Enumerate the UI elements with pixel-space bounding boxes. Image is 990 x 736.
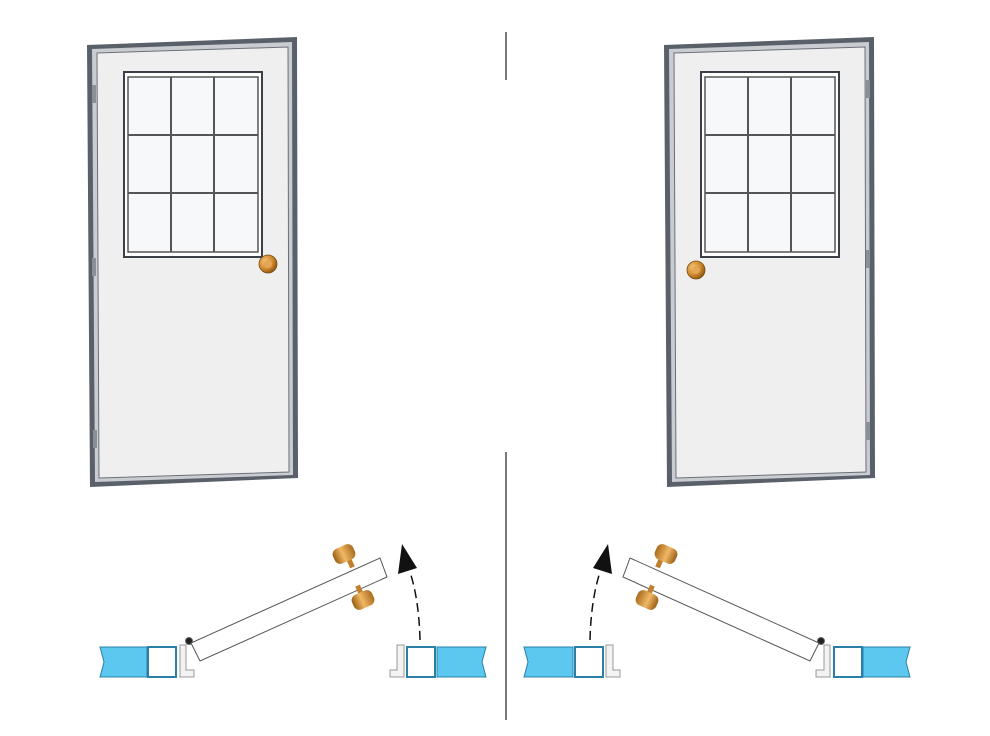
door-knob-icon [686, 260, 706, 280]
right-swing-plan [523, 541, 911, 678]
right-hinged-door [663, 36, 876, 488]
door-knob-icon [332, 544, 375, 610]
wall-left [99, 646, 148, 678]
arrow-icon [398, 544, 417, 574]
wall-right [436, 646, 487, 678]
left-swing-plan [99, 544, 487, 678]
left-hinged-door [86, 36, 299, 488]
swing-arc [409, 571, 421, 641]
jamb [179, 644, 195, 678]
jamb [389, 644, 405, 678]
door-knob-icon [258, 254, 278, 274]
hinge-icon [92, 85, 97, 448]
hinge-icon [866, 80, 870, 440]
door-slab [190, 557, 388, 662]
